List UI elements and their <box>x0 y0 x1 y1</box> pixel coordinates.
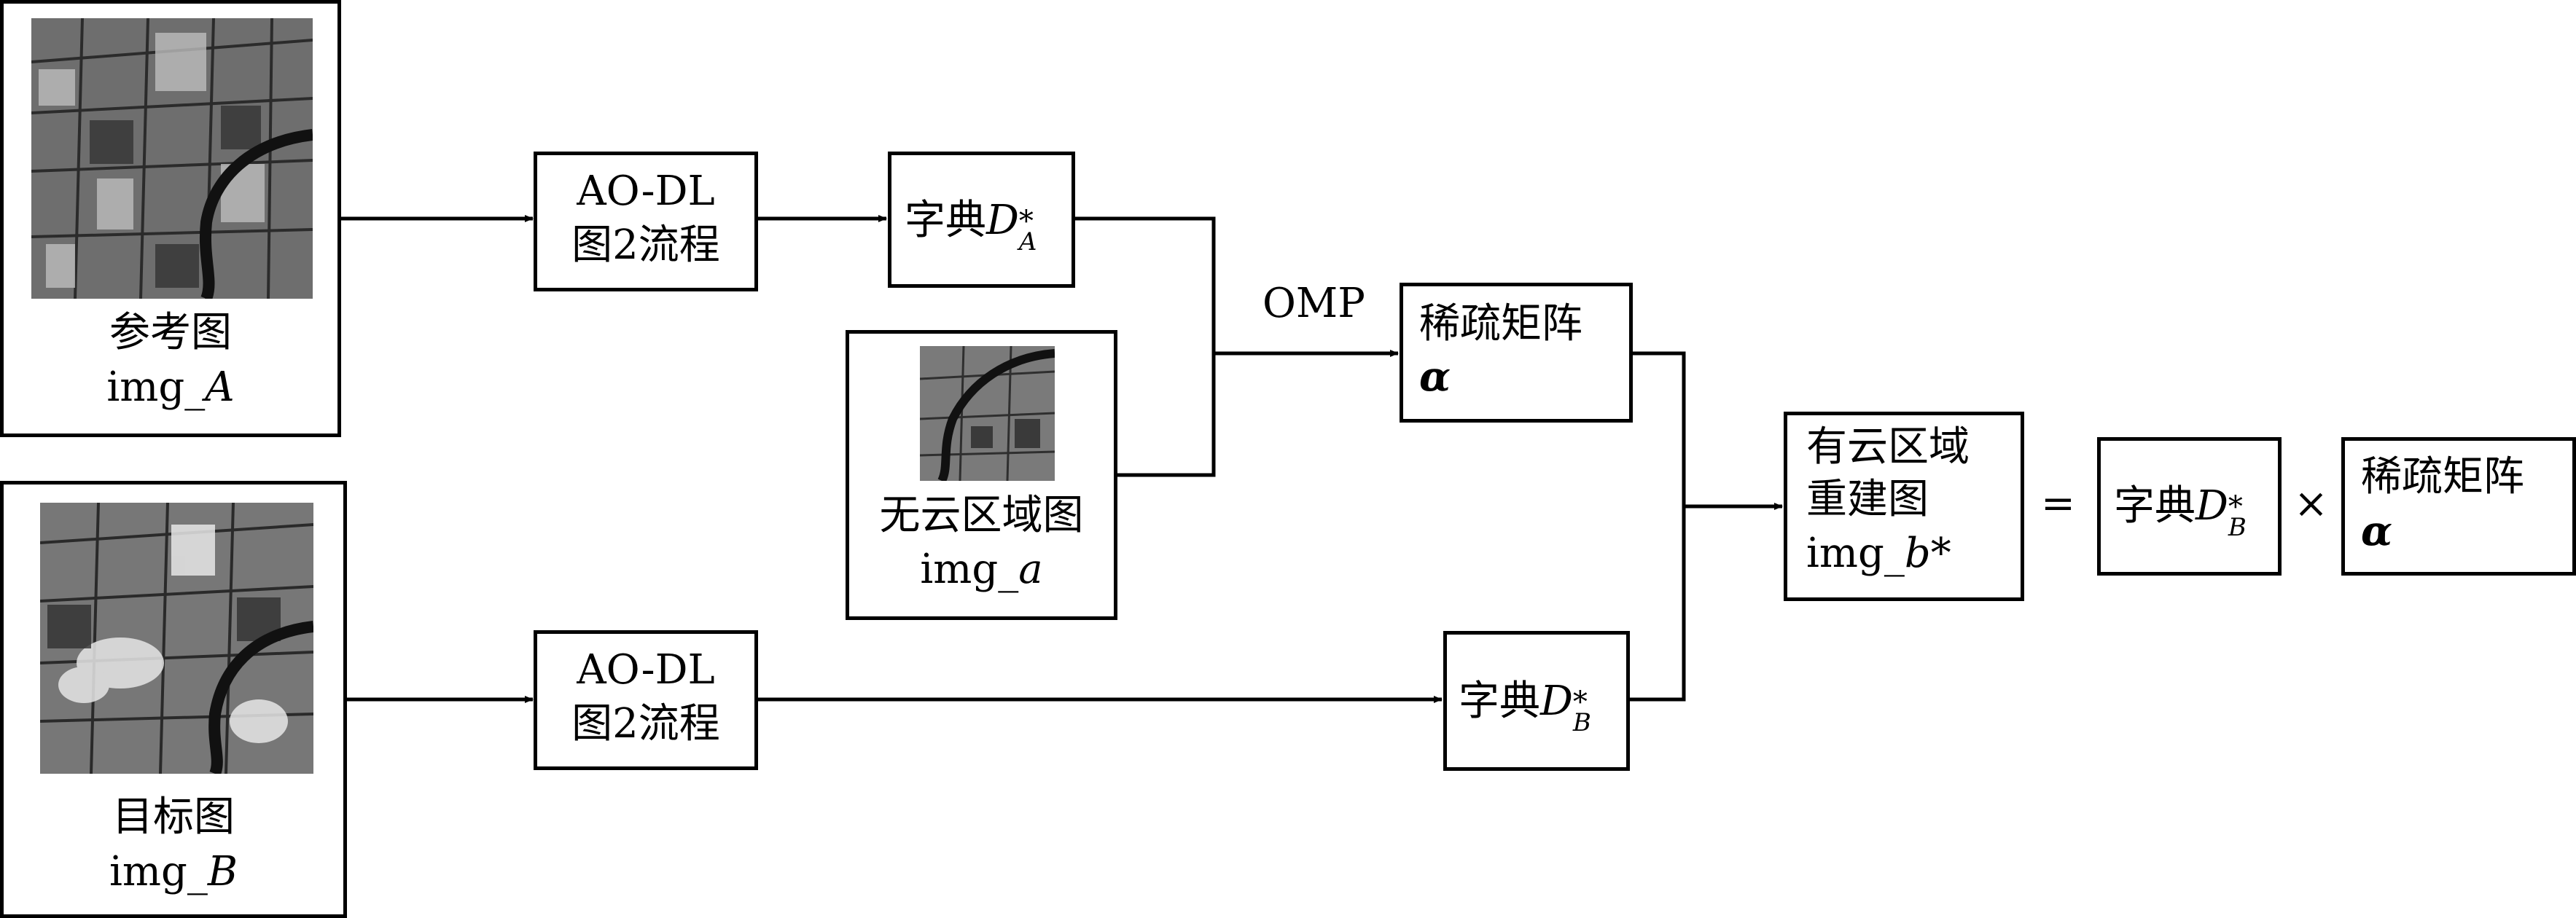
dict-a-label: 字典 <box>905 197 986 244</box>
target-satellite-image <box>40 503 313 774</box>
dict-b-symbol: D <box>1540 678 1573 725</box>
equation-sparse-label: 稀疏矩阵 <box>2361 453 2524 501</box>
aodl-top-box: AO-DL 图2流程 <box>534 152 758 291</box>
aodl-top-line2: 图2流程 <box>571 221 720 269</box>
aodl-bottom-line1: AO-DL <box>577 646 715 694</box>
dict-b-sup: * <box>1572 686 1588 719</box>
cloudfree-var-prefix: img_ <box>920 546 1019 593</box>
cloudfree-var-name: a <box>1018 546 1043 593</box>
dict-a-symbol: D <box>986 197 1019 244</box>
equation-sparse-box: 稀疏矩阵 α <box>2341 437 2576 576</box>
reference-var: img_A <box>4 364 337 411</box>
equation-dict-text: 字典D*B <box>2114 482 2250 541</box>
times-sign: × <box>2294 480 2328 527</box>
target-image-box: 目标图 img_B <box>0 481 347 918</box>
dict-a-sub: A <box>1018 227 1037 256</box>
sparse-symbol: α <box>1419 353 1451 401</box>
equation-sparse-symbol: α <box>2361 507 2393 555</box>
aodl-top-line1: AO-DL <box>577 168 715 215</box>
reference-var-name: A <box>205 364 235 411</box>
target-var-prefix: img_ <box>109 848 208 895</box>
reference-var-prefix: img_ <box>106 364 206 411</box>
equals-sign: = <box>2041 480 2075 527</box>
recon-var-prefix: img_ <box>1806 530 1905 577</box>
recon-line1: 有云区域 <box>1806 423 1970 471</box>
dict-b-label: 字典 <box>1459 678 1540 725</box>
target-var: img_B <box>4 848 343 895</box>
line-dict-a-to-omp <box>1075 216 1216 353</box>
aodl-bottom-box: AO-DL 图2流程 <box>534 630 758 770</box>
reference-label: 参考图 <box>109 309 232 356</box>
dict-a-text: 字典D*A <box>905 197 1041 256</box>
equation-dict-box: 字典D*B <box>2097 437 2282 576</box>
dict-b-box: 字典D*B <box>1443 631 1630 771</box>
cloudfree-image-box: 无云区域图 img_a <box>846 330 1117 620</box>
cloud-free-region-image <box>920 346 1055 481</box>
dict-b-sub: B <box>1572 708 1591 737</box>
dict-a-sup: * <box>1018 205 1034 238</box>
equation-dict-label: 字典 <box>2114 482 2196 530</box>
sparse-label: 稀疏矩阵 <box>1419 300 1582 348</box>
dict-a-box: 字典D*A <box>888 152 1075 288</box>
target-var-name: B <box>207 848 238 895</box>
recon-var-name: b <box>1904 530 1931 577</box>
reference-image-box: 参考图 img_A <box>0 0 341 437</box>
line-cloudfree-to-omp <box>1115 353 1216 477</box>
recon-image-box: 有云区域 重建图 img_b* <box>1784 412 2024 601</box>
recon-line2: 重建图 <box>1806 476 1929 523</box>
cloudfree-label: 无云区域图 <box>879 492 1084 539</box>
line-sparse-to-recon <box>1633 351 1686 506</box>
target-label: 目标图 <box>112 793 235 841</box>
recon-var: img_b* <box>1806 530 1951 577</box>
equation-dict-sup: * <box>2228 490 2243 524</box>
line-dict-b-to-recon <box>1630 506 1686 702</box>
omp-label: OMP <box>1262 280 1365 327</box>
recon-var-suffix: * <box>1930 530 1951 577</box>
equation-dict-sub: B <box>2228 513 2247 542</box>
equation-dict-symbol: D <box>2196 482 2228 530</box>
sparse-matrix-box: 稀疏矩阵 α <box>1400 283 1633 423</box>
dict-b-text: 字典D*B <box>1459 678 1595 737</box>
aodl-bottom-line2: 图2流程 <box>571 700 720 748</box>
reference-satellite-image <box>31 18 313 299</box>
cloudfree-var: img_a <box>849 546 1114 593</box>
